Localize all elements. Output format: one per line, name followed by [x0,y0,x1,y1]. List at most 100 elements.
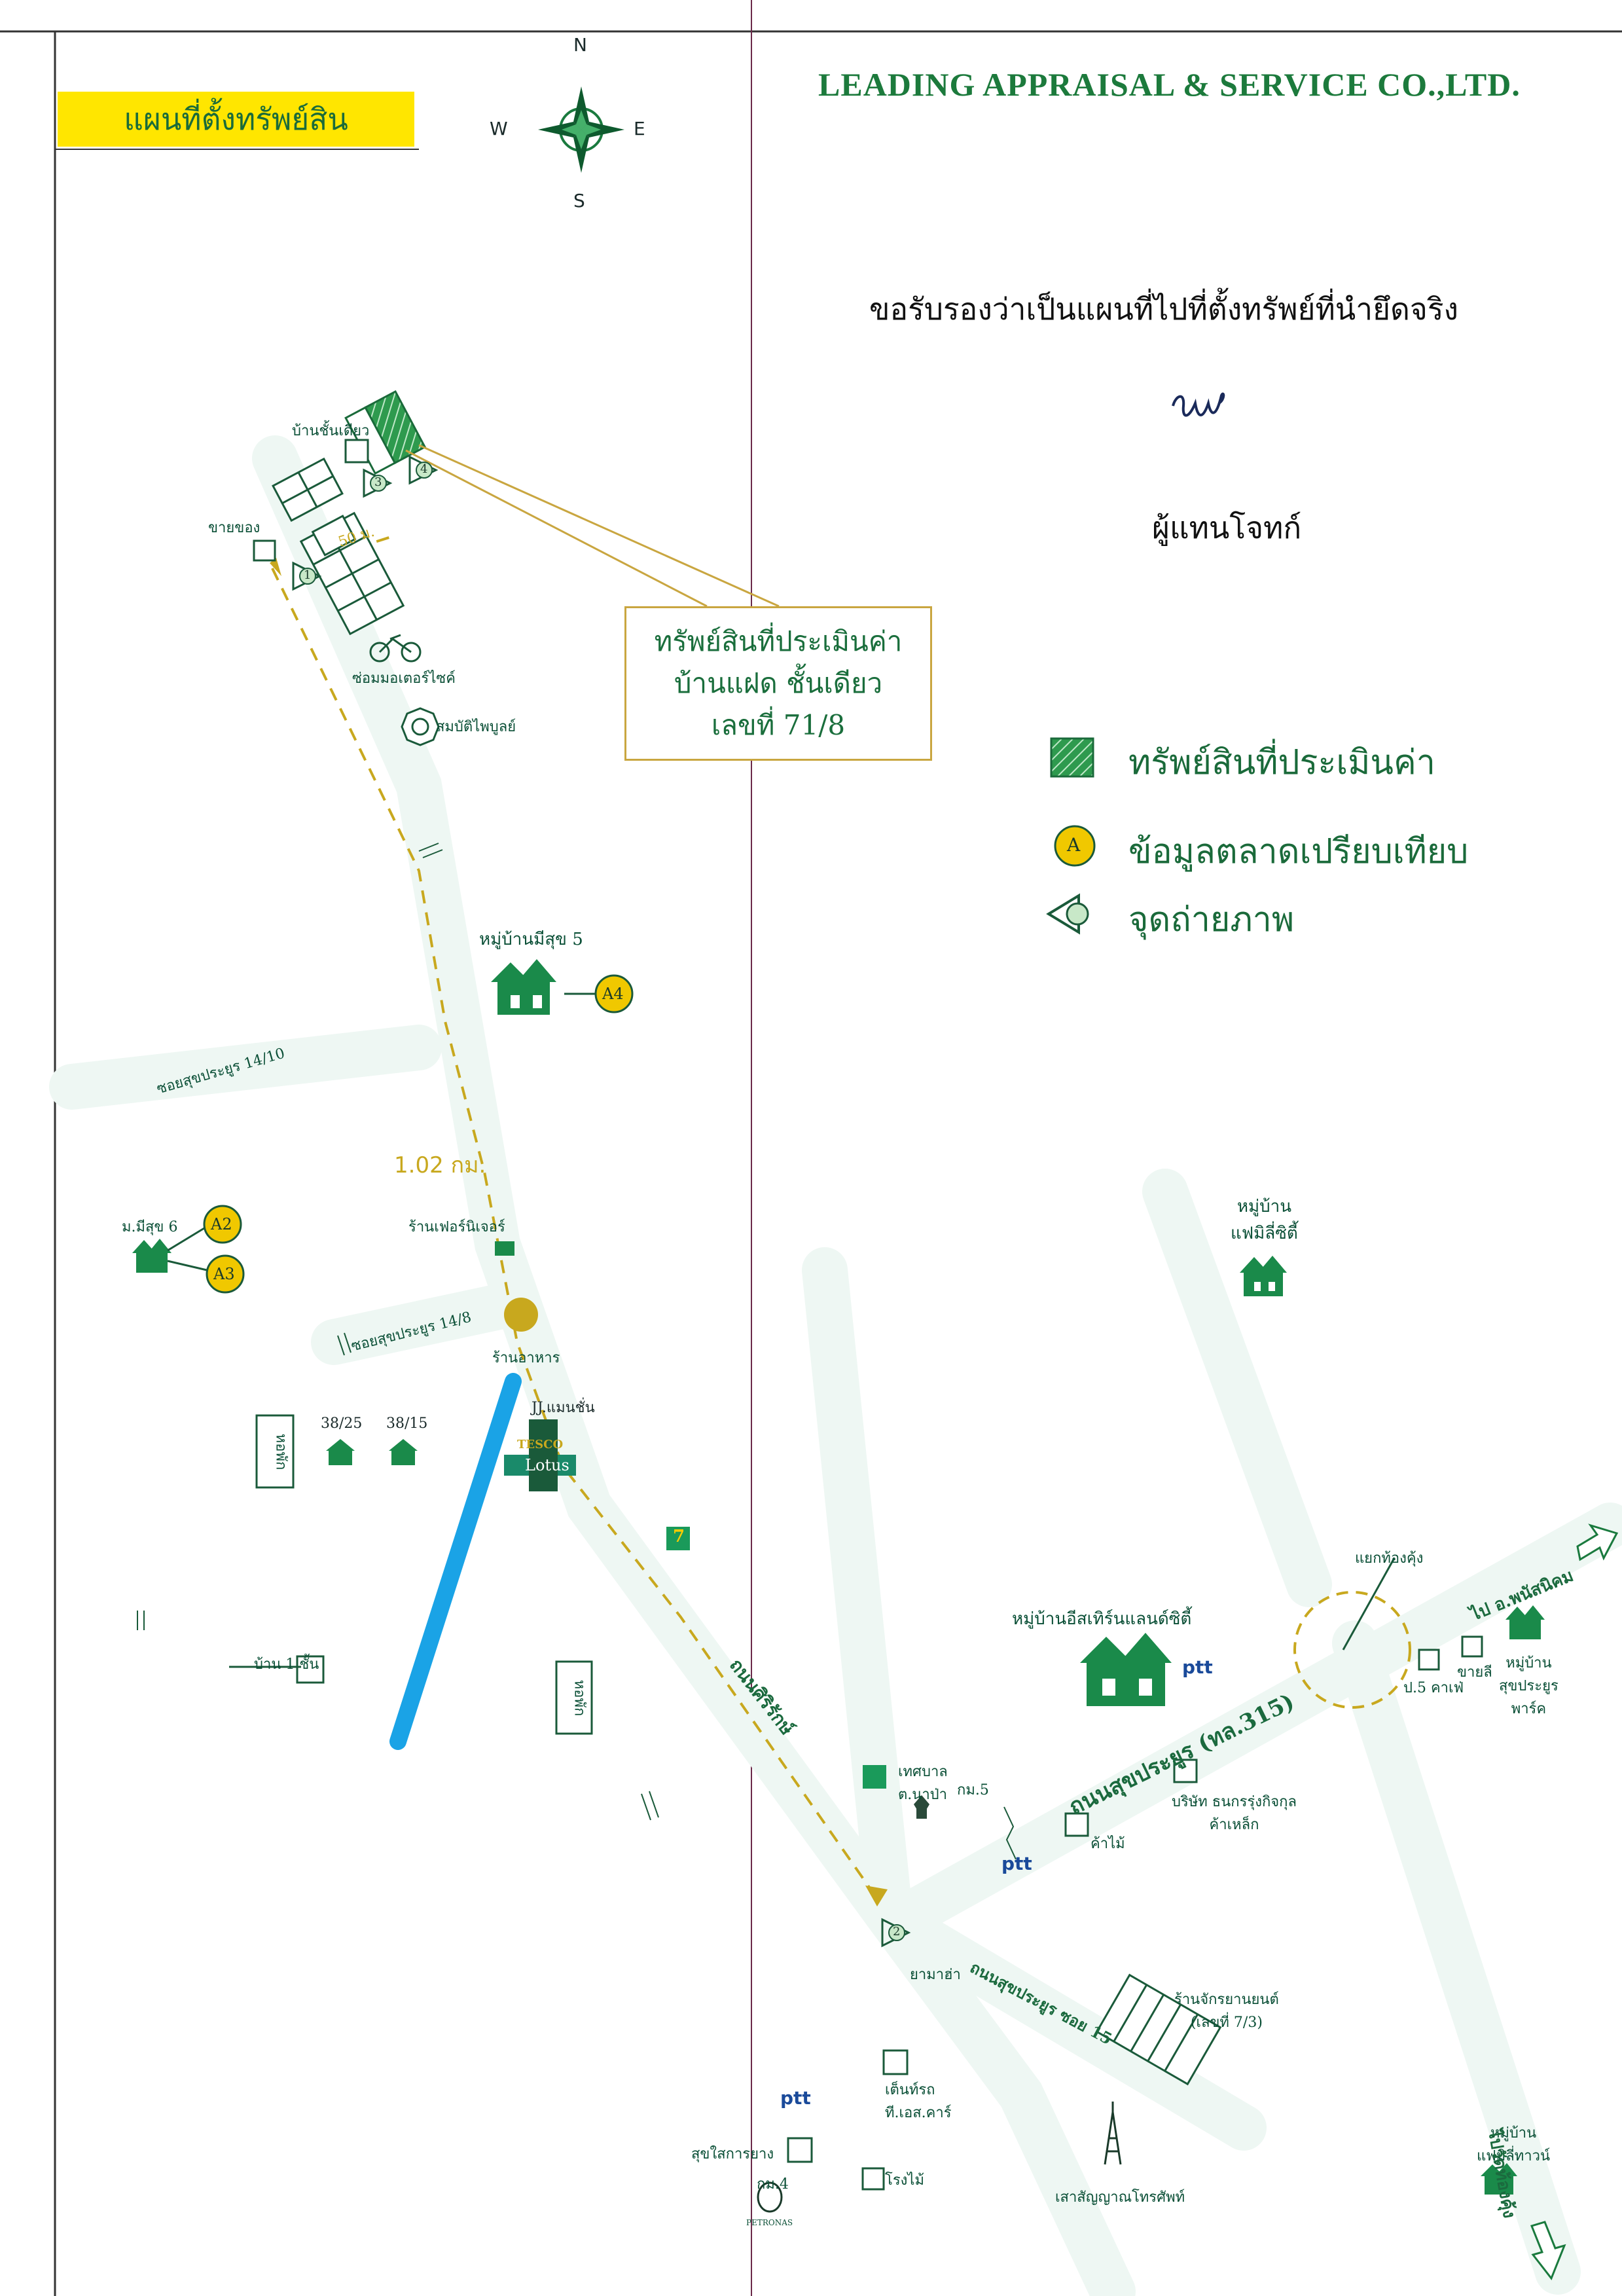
road-soi15 [867,1895,1267,2151]
village-sukprayoon-park-icon [1505,1605,1545,1639]
route-line [271,568,878,1900]
label-motorcycle-repair: ซ่อมมอเตอร์ไซค์ [352,670,456,687]
marker-a3 [167,1254,245,1294]
label-tesco: TESCO [517,1438,564,1451]
label-sale: ขายลี [1457,1664,1492,1681]
route-arrowhead-top [270,558,281,576]
octagon-icon [401,707,440,746]
label-village-eastern: หมู่บ้านอีสเทิร์นแลนด์ซิตี้ [1012,1609,1192,1629]
label-telecom-tower: เสาสัญญาณโทรศัพท์ [1055,2189,1185,2206]
road-break-marks [137,843,1017,1860]
photo-point-1 [292,561,322,591]
label-dormitory-2: หอพัก [571,1679,588,1717]
map-title-box: แผนที่ตั้งทรัพย์สิน [58,92,414,147]
municipality-emblem [914,1795,929,1819]
photo-point-3 [363,468,393,498]
village-familycity-icon [1240,1256,1287,1296]
label-ptt-2: ptt [1001,1853,1032,1874]
compass-north: N [573,34,587,56]
house-38-15-icon [389,1439,418,1465]
subject-callout: ทรัพย์สินที่ประเมินค่า บ้านแฝด ชั้นเดียว… [624,606,932,761]
road-sukprayoon [880,1503,1622,1941]
photo-points [292,455,911,1948]
company-name: LEADING APPRAISAL & SERVICE CO.,LTD. [818,66,1521,103]
road-thongkung [1332,1620,1581,2295]
legend-photo-icon [1046,893,1089,935]
callout-line-3: เลขที่ 71/8 [711,709,846,741]
arrow-to-wat [1530,2221,1566,2280]
photo-point-2-label: 2 [893,1925,901,1939]
legend-comparable-icon [1054,825,1096,867]
label-petronas: PETRONAS [746,2218,793,2227]
label-wood-shop: ค้าไม้ [1090,1836,1125,1852]
label-distance-km: 1.02 กม. [394,1152,486,1178]
legend-photo-label: จุดถ่ายภาพ [1128,900,1295,939]
canal [389,1373,522,1750]
route-50m [312,534,396,563]
motorcycle-icon [369,634,422,663]
label-furniture-store: ร้านเฟอร์นิเจอร์ [408,1219,505,1235]
compass-south: S [573,190,585,211]
compass-rose [538,86,624,173]
arrow-to-phanat [1576,1523,1619,1561]
legend-subject-label: ทรัพย์สินที่ประเมินค่า [1128,743,1435,782]
signer-title: ผู้แทนโจทก์ [1152,510,1302,545]
shop-box [253,539,276,562]
label-restaurant: ร้านอาหาร [492,1350,560,1366]
dormitory-buildings [255,1414,593,1735]
label-company-thanakorn: บริษัท ธนกรรุ่งกิจกุล ค้าเหล็ก [1172,1794,1297,1833]
label-km4: กม.4 [757,2176,789,2193]
label-p5-cafe: ป.5 คาเฟ่ [1403,1680,1464,1696]
label-rubber-plant: สุขใสการยาง [691,2146,774,2162]
callout-leader [405,444,780,608]
marker-a3-label: A3 [213,1265,235,1283]
road-main [252,435,1136,2296]
house-38-25-icon [326,1439,355,1465]
label-village-family-city: หมู่บ้าน แฟมิลี่ซิตี้ [1231,1197,1298,1243]
label-ptt-1: ptt [1182,1656,1213,1678]
jj-mansion-icon [529,1419,558,1491]
marker-a4 [564,974,634,1013]
east-buildings [787,1635,1483,2191]
village-familytown-icon [1481,2163,1517,2195]
callout-line-1: ทรัพย์สินที่ประเมินค่า [654,625,903,657]
compass-east: E [634,118,645,139]
house-small [344,439,369,464]
label-tent-car: เต็นท์รถ ที.เอส.คาร์ [885,2082,952,2121]
label-factory: โรงไม้ [885,2172,924,2189]
label-lotus: Lotus [525,1456,569,1474]
label-jj-mansion: JJ.แมนชั่น [532,1400,595,1416]
label-meesuk6: ม.มีสุข 6 [122,1219,178,1235]
label-seven-eleven: 7 [673,1527,685,1546]
road-network [49,435,1622,2296]
road-branch [802,1247,913,1941]
label-junction: แยกท้องคุ้ง [1355,1550,1424,1567]
village-meesuk5-icon [491,959,556,1015]
photo-point-1-label: 1 [304,568,312,582]
junction-leader [1342,1558,1396,1650]
village-meesuk6-icon [132,1239,171,1273]
label-municipality: เทศบาล ต.นาป่า [898,1764,948,1803]
legend-comparable-label: ข้อมูลตลาดเปรียบเทียบ [1128,832,1469,871]
petronas-icon [757,2181,783,2213]
marker-a2 [167,1205,242,1252]
route-arrowhead [865,1886,888,1906]
comparable-markers [167,974,634,1294]
village-icons [132,959,1545,2195]
photo-point-4-label: 4 [420,462,428,476]
label-shop: ขายของ [208,520,261,536]
map-title: แผนที่ตั้งทรัพย์สิน [124,101,348,137]
certification-statement: ขอรับรองว่าเป็นแผนที่ไปที่ตั้งทรัพย์ที่น… [869,291,1459,327]
route-dashed [271,534,878,1900]
legend-comparable-marker: A [1067,834,1081,856]
motor-shop-building [1095,1973,1222,2086]
label-village-family-town: หมู่บ้าน แฟมิลี่ทาวน์ [1477,2125,1550,2164]
legend-hatch-icon [1050,737,1094,778]
callout-line-2: บ้านแฝด ชั้นเดียว [674,667,883,699]
road-soi14-10 [49,1025,442,1110]
marker-a4-label: A4 [602,985,624,1003]
junction-circle [1293,1591,1411,1709]
compass-west: W [490,118,508,139]
seven-eleven-icon [666,1527,690,1550]
